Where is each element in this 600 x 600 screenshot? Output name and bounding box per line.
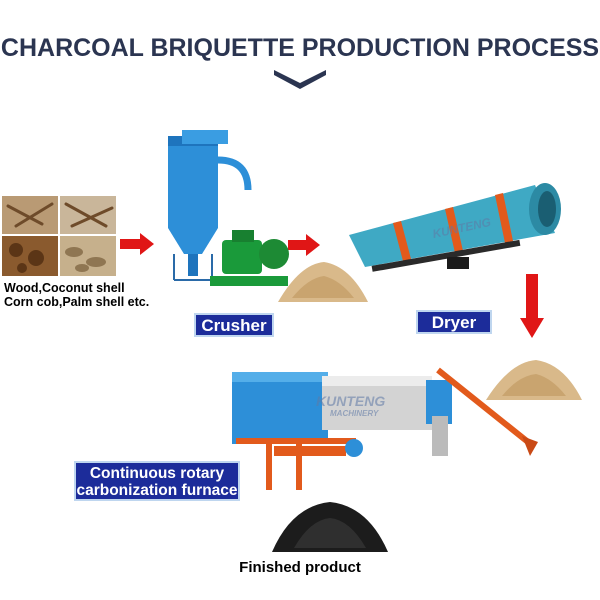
watermark-sub: MACHINERY [330,409,379,418]
chevron-down-icon [274,70,326,89]
raw-materials-image [2,196,116,276]
dryer-machine-image [349,183,561,272]
page-title: CHARCOAL BRIQUETTE PRODUCTION PROCESS [0,34,600,62]
dryer-label: Dryer [416,310,492,334]
raw-materials-label-line2: Corn cob,Palm shell etc. [4,295,150,309]
arrow-right-icon [120,233,154,255]
furnace-label-line1: Continuous rotary [89,465,225,482]
raw-materials-label-line1: Wood,Coconut shell [4,281,125,295]
furnace-label-line2: carbonization furnace [76,482,238,499]
sawdust-pile-image [486,360,582,400]
charcoal-pile-image [272,502,388,552]
arrow-down-icon [520,274,544,338]
furnace-label: Continuous rotary carbonization furnace [74,461,240,501]
crusher-machine-image [168,130,289,286]
finished-product-label: Finished product [239,559,361,576]
crusher-label: Crusher [194,313,274,337]
arrow-right-icon [288,234,320,256]
watermark-brand: KUNTENG [316,393,386,409]
carbonization-furnace-image [232,367,538,490]
sawdust-pile-image [278,262,368,302]
